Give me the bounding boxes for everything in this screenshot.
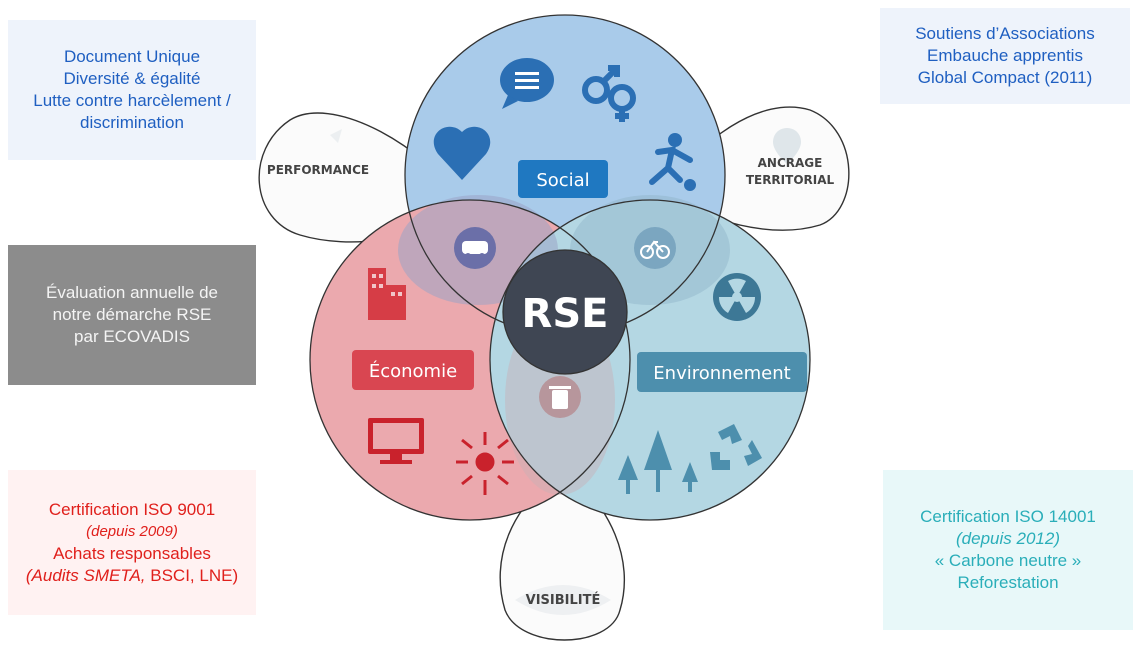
economie-tag: Économie: [352, 350, 474, 390]
ecovadis-evaluation-box: Évaluation annuelle de notre démarche RS…: [8, 245, 256, 385]
text-line-mixed: (Audits SMETA, BSCI, LNE): [8, 565, 256, 587]
petal-visibilite-label: VISIBILITÉ: [526, 592, 601, 608]
location-pin-icon: [773, 128, 801, 164]
social-label: Social: [536, 170, 589, 191]
social-tag: Social: [518, 160, 608, 198]
building-icon: [368, 268, 406, 320]
environmental-certifications-box: Certification ISO 14001 (depuis 2012) « …: [883, 470, 1133, 630]
plug-icon: [456, 432, 514, 495]
text-line: Diversité & égalité: [63, 69, 201, 88]
text-line: Certification ISO 14001: [920, 507, 1096, 526]
text-fragment: BSCI, LNE): [145, 565, 239, 585]
text-line: par ECOVADIS: [74, 327, 190, 346]
economic-certifications-box: Certification ISO 9001 (depuis 2009) Ach…: [8, 470, 256, 615]
text-line: discrimination: [80, 113, 184, 132]
text-line: Reforestation: [957, 573, 1059, 592]
car-icon: [454, 227, 496, 269]
petal-visibilite: VISIBILITÉ: [499, 469, 626, 641]
runner-icon: [649, 133, 696, 191]
eye-icon: [515, 585, 611, 615]
petal-ancrage-label-1: ANCRAGE: [758, 156, 823, 170]
rocket-icon: [330, 129, 342, 143]
text-line: « Carbone neutre »: [934, 551, 1082, 570]
chat-bubble-icon: [500, 58, 554, 109]
text-line: Certification ISO 9001: [48, 499, 216, 519]
bicycle-icon: [634, 227, 676, 269]
center-rse-label: RSE: [522, 291, 609, 337]
text-line: (depuis 2009): [86, 522, 178, 540]
text-fragment: (Audits SMETA,: [25, 565, 146, 585]
petal-ancrage-label-2: TERRITORIAL: [746, 173, 835, 187]
economie-label: Économie: [369, 360, 457, 382]
text-line: Global Compact (2011): [917, 68, 1093, 87]
monitor-icon: [368, 418, 424, 464]
recycle-icon: [710, 424, 762, 470]
trash-icon: [539, 376, 581, 418]
text-line: notre démarche RSE: [52, 305, 212, 324]
petal-performance-label: PERFORMANCE: [267, 163, 369, 177]
text-line: Document Unique: [63, 47, 201, 66]
environnement-label: Environnement: [653, 363, 790, 384]
environnement-tag: Environnement: [637, 352, 807, 392]
text-line: Embauche apprentis: [927, 46, 1083, 65]
text-line: Lutte contre harcèlement /: [33, 91, 231, 110]
gender-symbols-icon: [582, 65, 636, 122]
heart-hands-icon: [433, 126, 491, 180]
territorial-actions-box: Soutiens d’Associations Embauche apprent…: [880, 8, 1130, 104]
radiation-icon: [713, 273, 761, 321]
text-line: (depuis 2012): [956, 529, 1060, 548]
trees-icon: [618, 430, 698, 494]
text-line: Soutiens d’Associations: [915, 24, 1095, 43]
social-actions-box: Document Unique Diversité & égalité Lutt…: [8, 20, 256, 160]
center-rse: [502, 249, 628, 375]
text-line: Achats responsables: [53, 543, 211, 563]
text-line: Évaluation annuelle de: [45, 283, 219, 302]
